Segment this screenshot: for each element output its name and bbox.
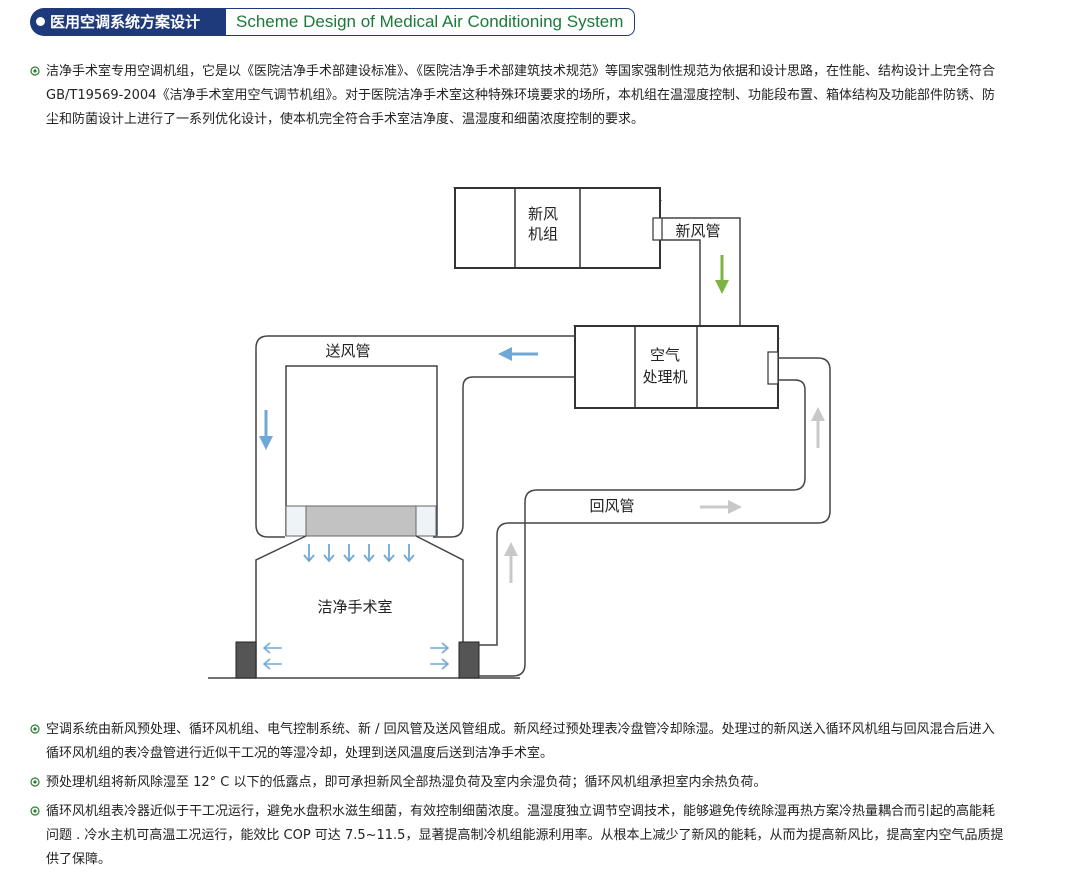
return-arrow-right: [700, 500, 742, 514]
return-duct-label: 回风管: [589, 497, 634, 515]
air-handling-unit: [573, 325, 780, 409]
bullet-icon: [30, 724, 40, 734]
downflow-arrows: [303, 544, 415, 563]
room-label: 洁净手术室: [317, 598, 392, 616]
paragraph-circulation: 循环风机组表冷器近似于干工况运行，避免水盘积水滋生细菌，有效控制细菌浓度。温湿度…: [30, 800, 1005, 872]
exhaust-arrows-left: [262, 642, 282, 670]
wall-left: [235, 641, 257, 679]
return-arrow-up-right: [811, 407, 825, 448]
ahu-label-1: 空气: [650, 346, 680, 364]
header-title-en: Scheme Design of Medical Air Conditionin…: [226, 8, 635, 36]
fresh-unit-label-2: 机组: [528, 225, 558, 243]
header-dot-icon: [36, 17, 45, 26]
bullet-icon: [30, 777, 40, 787]
supply-duct-label: 送风管: [325, 342, 370, 360]
paragraph-system: 空调系统由新风预处理、循环风机组、电气控制系统、新 / 回风管及送风管组成。新风…: [30, 718, 1005, 766]
fresh-unit-label-1: 新风: [528, 205, 558, 223]
ahu-label-2: 处理机: [642, 368, 687, 386]
paragraph-intro: 洁净手术室专用空调机组，它是以《医院洁净手术部建设标准》、《医院洁净手术部建筑技…: [30, 60, 1005, 132]
bullet-icon: [30, 806, 40, 816]
hepa-filter: [305, 505, 417, 537]
supply-arrow-left: [498, 347, 538, 361]
header-title-cn: 医用空调系统方案设计: [30, 8, 226, 36]
section-header: 医用空调系统方案设计 Scheme Design of Medical Air …: [30, 8, 635, 36]
supply-arrow-down: [259, 410, 273, 450]
return-arrow-up-left: [504, 542, 518, 583]
fresh-duct-label: 新风管: [675, 222, 720, 240]
fresh-air-unit: [452, 187, 663, 269]
bullet-icon: [30, 66, 40, 76]
exhaust-arrows-right: [430, 642, 450, 670]
fresh-air-arrow: [715, 255, 729, 294]
wall-right: [458, 641, 480, 679]
paragraph-pretreatment: 预处理机组将新风除湿至 12° C 以下的低露点，即可承担新风全部热湿负荷及室内…: [30, 771, 1005, 795]
